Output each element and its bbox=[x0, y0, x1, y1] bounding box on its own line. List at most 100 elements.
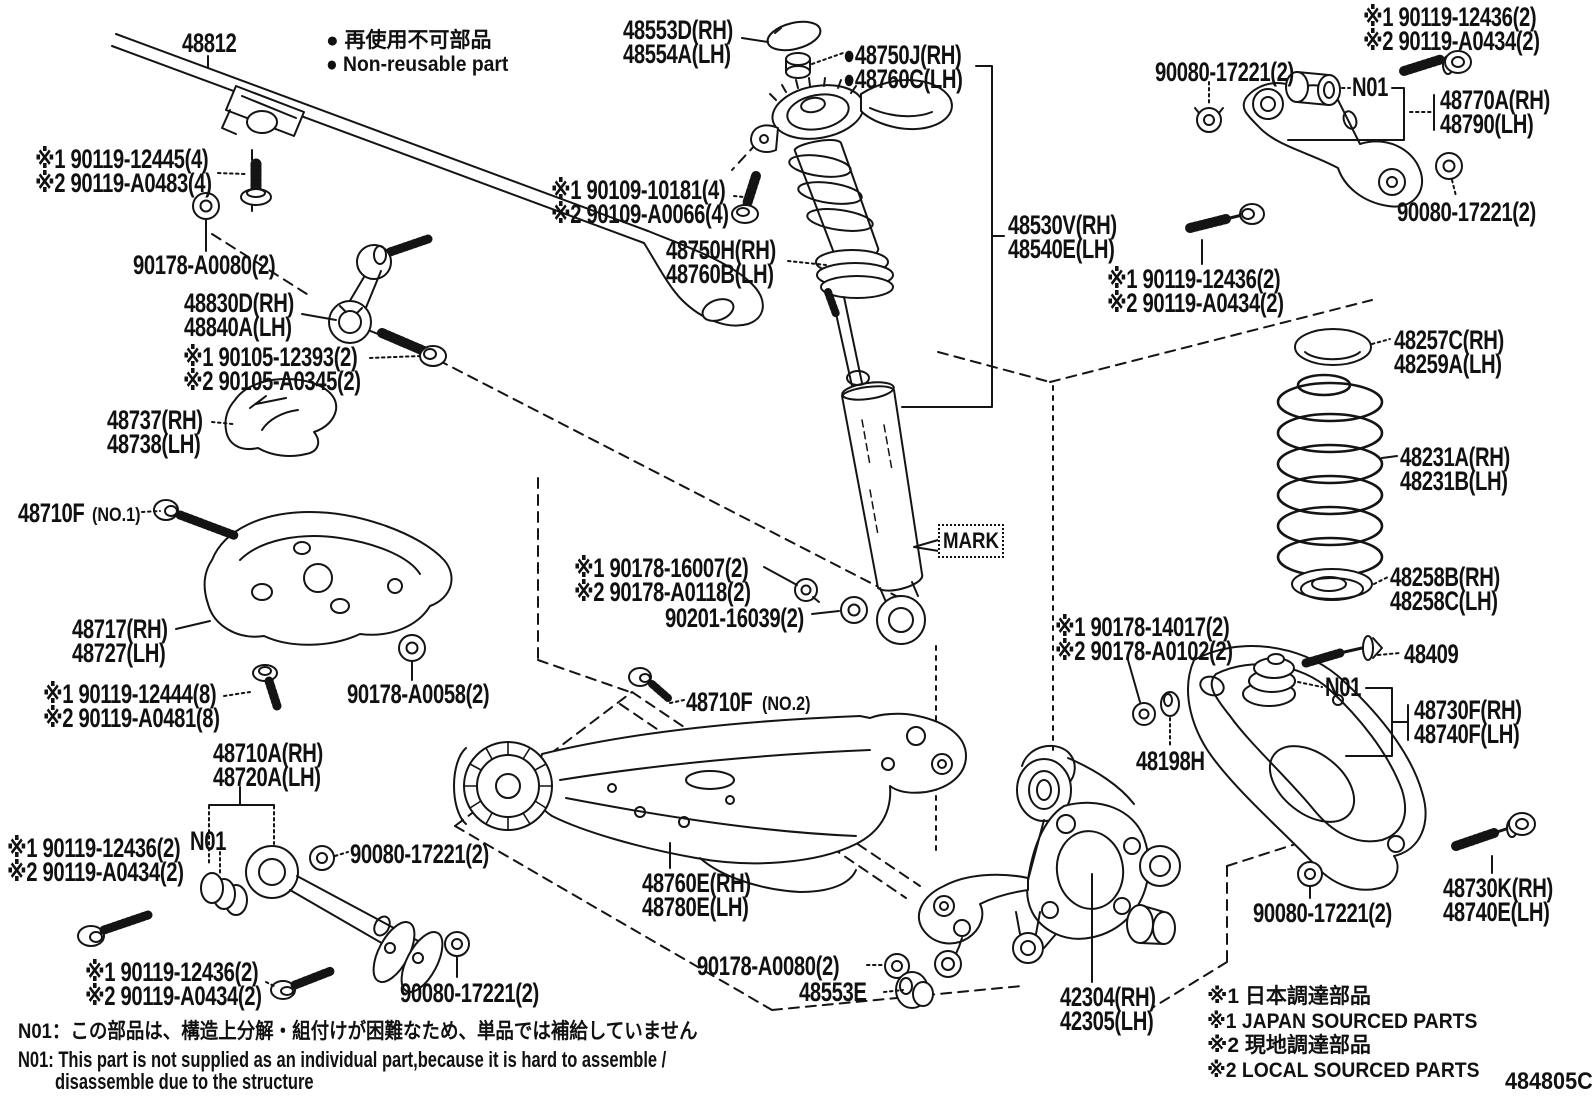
stabilizer-link-drawing bbox=[328, 234, 433, 344]
label-48553e-bushing: 48553E bbox=[799, 977, 867, 1007]
label-90080-17221-rod-washer-upper: 90080-17221(2) bbox=[350, 839, 489, 869]
label-90119-a0483: ※2 90119-A0483(4) bbox=[35, 168, 212, 198]
note-n01-en-line1: N01: This part is not supplied as an ind… bbox=[18, 1047, 667, 1072]
label-n01-lateral-rod: N01 bbox=[190, 826, 227, 856]
label-48812-stabilizer-bar: 48812 bbox=[182, 28, 237, 58]
label-48258b-spring-seat-lower-rh: 48258B(RH) bbox=[1390, 562, 1500, 592]
label-48760e-trailing-arm-rh: 48760E(RH) bbox=[642, 868, 751, 898]
label-48737-cover-rh: 48737(RH) bbox=[107, 405, 203, 435]
label-90119-a0434-upper-arm-rear: ※2 90119-A0434(2) bbox=[1363, 26, 1540, 56]
label-42305-knuckle-lh: 42305(LH) bbox=[1060, 1006, 1154, 1036]
mark-flag: MARK bbox=[938, 524, 1004, 558]
label-48259a-spring-seat-upper-lh: 48259A(LH) bbox=[1394, 349, 1502, 379]
label-48770a-upper-arm-rh: 48770A(RH) bbox=[1440, 85, 1550, 115]
stabilizer-bar-drawing bbox=[111, 33, 764, 327]
label-48740f-lower-arm-lh: 48740F(LH) bbox=[1414, 719, 1520, 749]
label-90119-12444: ※1 90119-12444(8) bbox=[43, 679, 217, 709]
label-48258c-spring-seat-lower-lh: 48258C(LH) bbox=[1390, 586, 1498, 616]
note-n01-en-line2: disassemble due to the structure bbox=[55, 1069, 314, 1094]
lower-arm-drawing bbox=[1187, 645, 1427, 891]
label-48530v-shock-rh: 48530V(RH) bbox=[1008, 210, 1117, 240]
label-48760c-lh-nonreusable: ●48760C(LH) bbox=[843, 64, 963, 94]
label-48740e-bolt-lh: 48740E(LH) bbox=[1443, 897, 1550, 927]
label-48738-cover-lh: 48738(LH) bbox=[107, 429, 201, 459]
label-90080-17221-upper-arm-right: 90080-17221(2) bbox=[1397, 197, 1536, 227]
label-48790-upper-arm-lh: 48790(LH) bbox=[1440, 109, 1534, 139]
mark-flag-text: MARK bbox=[942, 528, 1000, 553]
shock-support-drawing bbox=[750, 20, 953, 299]
label-48710f-no1: 48710F bbox=[18, 498, 85, 528]
label-48553d-rh: 48553D(RH) bbox=[623, 15, 733, 45]
label-90178-14017: ※1 90178-14017(2) bbox=[1055, 612, 1230, 642]
label-n01-upper-arm: N01 bbox=[1352, 72, 1389, 102]
label-48257c-spring-seat-upper-rh: 48257C(RH) bbox=[1394, 325, 1504, 355]
legend-japan-sourced-en: ※1 JAPAN SOURCED PARTS bbox=[1207, 1010, 1478, 1033]
label-90119-a0434-lateral-rod-rear: ※2 90119-A0434(2) bbox=[85, 981, 262, 1011]
label-48710f-no2: 48710F bbox=[686, 687, 753, 717]
label-90119-12436-upper-arm-rear: ※1 90119-12436(2) bbox=[1363, 2, 1537, 32]
label-48750j-rh-nonreusable: ●48750J(RH) bbox=[843, 40, 962, 70]
label-90119-a0481: ※2 90119-A0481(8) bbox=[43, 703, 220, 733]
label-90080-17221-rod-washer-lower: 90080-17221(2) bbox=[400, 978, 539, 1008]
label-n01-lower-arm: N01 bbox=[1325, 672, 1362, 702]
label-90178-a0080-knuckle: 90178-A0080(2) bbox=[697, 951, 840, 981]
upper-support-drawing bbox=[203, 511, 453, 646]
label-48830d-link-rh: 48830D(RH) bbox=[184, 288, 294, 318]
trailing-arm-drawing bbox=[453, 712, 967, 893]
label-48730f-lower-arm-rh: 48730F(RH) bbox=[1414, 695, 1522, 725]
label-90119-12436-lateral-rod-front: ※1 90119-12436(2) bbox=[7, 833, 181, 863]
upper-arm-drawing bbox=[1242, 71, 1423, 208]
label-48540e-shock-lh: 48540E(LH) bbox=[1008, 234, 1115, 264]
label-48409-bump-stop: 48409 bbox=[1404, 639, 1459, 669]
legend-local-sourced-en: ※2 LOCAL SOURCED PARTS bbox=[1207, 1059, 1480, 1082]
knuckle-drawing bbox=[917, 744, 1181, 978]
label-90178-a0102: ※2 90178-A0102(2) bbox=[1055, 636, 1233, 666]
label-90178-a0118: ※2 90178-A0118(2) bbox=[574, 577, 751, 607]
bump-stop-cover-drawing bbox=[224, 378, 338, 457]
dotted-leader-lines bbox=[141, 52, 1457, 993]
label-48760b-support-lh: 48760B(LH) bbox=[666, 259, 774, 289]
label-90109-10181: ※1 90109-10181(4) bbox=[551, 175, 726, 205]
label-90119-12436-lateral-rod-rear: ※1 90119-12436(2) bbox=[85, 957, 259, 987]
label-48710f-no2-suffix: (NO.2) bbox=[762, 694, 811, 715]
note-n01-jp: N01：この部品は、構造上分解・組付けが困難なため、単品では補給していません bbox=[18, 1020, 698, 1043]
coil-spring-drawing bbox=[1276, 328, 1384, 601]
label-90105-a0345: ※2 90105-A0345(2) bbox=[183, 366, 361, 396]
label-90105-12393: ※1 90105-12393(2) bbox=[183, 342, 358, 372]
label-90119-12436-upper-arm-front: ※1 90119-12436(2) bbox=[1107, 264, 1281, 294]
label-90080-17221-lower-arm: 90080-17221(2) bbox=[1253, 898, 1392, 928]
label-48231a-coil-spring-rh: 48231A(RH) bbox=[1400, 442, 1510, 472]
label-48231b-coil-spring-lh: 48231B(LH) bbox=[1400, 466, 1508, 496]
label-48717-support-rh: 48717(RH) bbox=[72, 614, 168, 644]
label-90119-12445: ※1 90119-12445(4) bbox=[35, 144, 209, 174]
legend-nonreusable-jp: ● 再使用不可部品 bbox=[326, 29, 492, 52]
label-42304-knuckle-rh: 42304(RH) bbox=[1060, 982, 1156, 1012]
lateral-rod-drawing bbox=[200, 845, 444, 993]
label-48727-support-lh: 48727(LH) bbox=[72, 638, 166, 668]
label-90201-16039: 90201-16039(2) bbox=[665, 603, 804, 633]
label-90178-a0058: 90178-A0058(2) bbox=[347, 679, 490, 709]
label-90109-a0066: ※2 90109-A0066(4) bbox=[551, 199, 729, 229]
legend-japan-sourced-jp: ※1 日本調達部品 bbox=[1207, 985, 1371, 1008]
label-48710f-no1-suffix: (NO.1) bbox=[92, 505, 141, 526]
label-48554a-lh: 48554A(LH) bbox=[623, 39, 731, 69]
leader-lines bbox=[175, 37, 1493, 983]
drawing-code: 484805C bbox=[1505, 1068, 1592, 1095]
label-90178-16007: ※1 90178-16007(2) bbox=[574, 553, 749, 583]
label-48710a-rod-rh: 48710A(RH) bbox=[213, 738, 323, 768]
label-48198h-cam-washer: 48198H bbox=[1136, 746, 1205, 776]
label-90178-a0080-stabilizer: 90178-A0080(2) bbox=[133, 250, 276, 280]
label-90080-17221-upper-arm-left: 90080-17221(2) bbox=[1155, 57, 1294, 87]
label-90119-a0434-lateral-rod-front: ※2 90119-A0434(2) bbox=[7, 857, 184, 887]
legend-nonreusable-en: ● Non-reusable part bbox=[326, 53, 509, 76]
label-48730k-bolt-rh: 48730K(RH) bbox=[1443, 873, 1553, 903]
label-48780e-trailing-arm-lh: 48780E(LH) bbox=[642, 892, 749, 922]
legend-local-sourced-jp: ※2 現地調達部品 bbox=[1207, 1034, 1371, 1057]
shock-absorber-drawing bbox=[824, 288, 926, 645]
label-90119-a0434-upper-arm-front: ※2 90119-A0434(2) bbox=[1107, 288, 1284, 318]
label-48750h-support-rh: 48750H(RH) bbox=[666, 235, 776, 265]
label-48840a-link-lh: 48840A(LH) bbox=[184, 312, 292, 342]
fastener-drawings bbox=[77, 50, 1536, 1009]
